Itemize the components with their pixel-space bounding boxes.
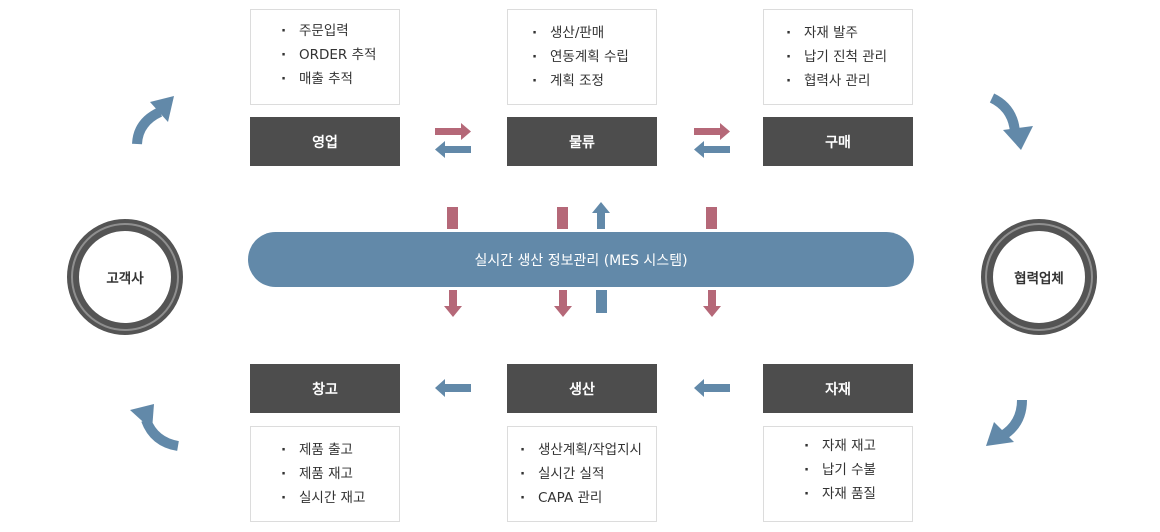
list-item: ·CAPA 관리 (520, 490, 603, 506)
purchase-box: 구매 (763, 117, 913, 166)
list-item: ·납기 진척 관리 (786, 49, 888, 65)
partner-label: 협력업체 (1014, 271, 1064, 287)
mes-system-bar: 실시간 생산 정보관리 (MES 시스템) (248, 232, 914, 287)
sales-box: 영업 (250, 117, 400, 166)
arrow-up-icon (592, 202, 610, 229)
arrow-down-icon (703, 290, 721, 317)
list-item: ·생산/판매 (532, 25, 605, 41)
connector-bar (557, 207, 568, 229)
list-item: ·납기 수불 (804, 462, 876, 478)
double-arrow-icon (694, 123, 730, 158)
partner-circle: 협력업체 (981, 219, 1097, 335)
arrow-down-icon (444, 290, 462, 317)
purchase-info-box: ·자재 발주 ·납기 진척 관리 ·협력사 관리 (763, 9, 913, 105)
list-item: ·제품 출고 (281, 442, 353, 458)
list-item: ·자재 재고 (804, 438, 876, 454)
production-info-box: ·생산계획/작업지시 ·실시간 실적 ·CAPA 관리 (507, 426, 657, 522)
connector-bar (596, 290, 607, 313)
production-box: 생산 (507, 364, 657, 413)
arrow-left-icon (694, 379, 730, 397)
logistics-info-box: ·생산/판매 ·연동계획 수립 ·계획 조정 (507, 9, 657, 105)
logistics-box: 물류 (507, 117, 657, 166)
double-arrow-icon (435, 123, 471, 158)
material-info-box: ·자재 재고 ·납기 수불 ·자재 품질 (763, 426, 913, 522)
sales-info-box: ·주문입력 ·ORDER 추적 ·매출 추적 (250, 9, 400, 105)
list-item: ·자재 품질 (804, 486, 876, 502)
warehouse-box: 창고 (250, 364, 400, 413)
curved-arrow-icon (132, 96, 174, 145)
list-item: ·협력사 관리 (786, 73, 871, 89)
warehouse-info-box: ·제품 출고 ·제품 재고 ·실시간 재고 (250, 426, 400, 522)
list-item: ·자재 발주 (786, 25, 858, 41)
list-item: ·실시간 실적 (520, 466, 605, 482)
list-item: ·계획 조정 (532, 73, 604, 89)
list-item: ·제품 재고 (281, 466, 353, 482)
list-item: ·ORDER 추적 (281, 47, 377, 63)
customer-label: 고객사 (106, 271, 144, 287)
list-item: ·연동계획 수립 (532, 49, 629, 65)
arrow-left-icon (435, 379, 471, 397)
curved-arrow-icon (989, 93, 1033, 150)
list-item: ·실시간 재고 (281, 490, 366, 506)
curved-arrow-icon (130, 404, 180, 451)
connector-bar (447, 207, 458, 229)
arrow-down-icon (554, 290, 572, 317)
connector-bar (706, 207, 717, 229)
list-item: ·주문입력 (281, 23, 349, 39)
list-item: ·매출 추적 (281, 71, 353, 87)
list-item: ·생산계획/작업지시 (520, 442, 642, 458)
customer-circle: 고객사 (67, 219, 183, 335)
curved-arrow-icon (986, 399, 1027, 446)
material-box: 자재 (763, 364, 913, 413)
